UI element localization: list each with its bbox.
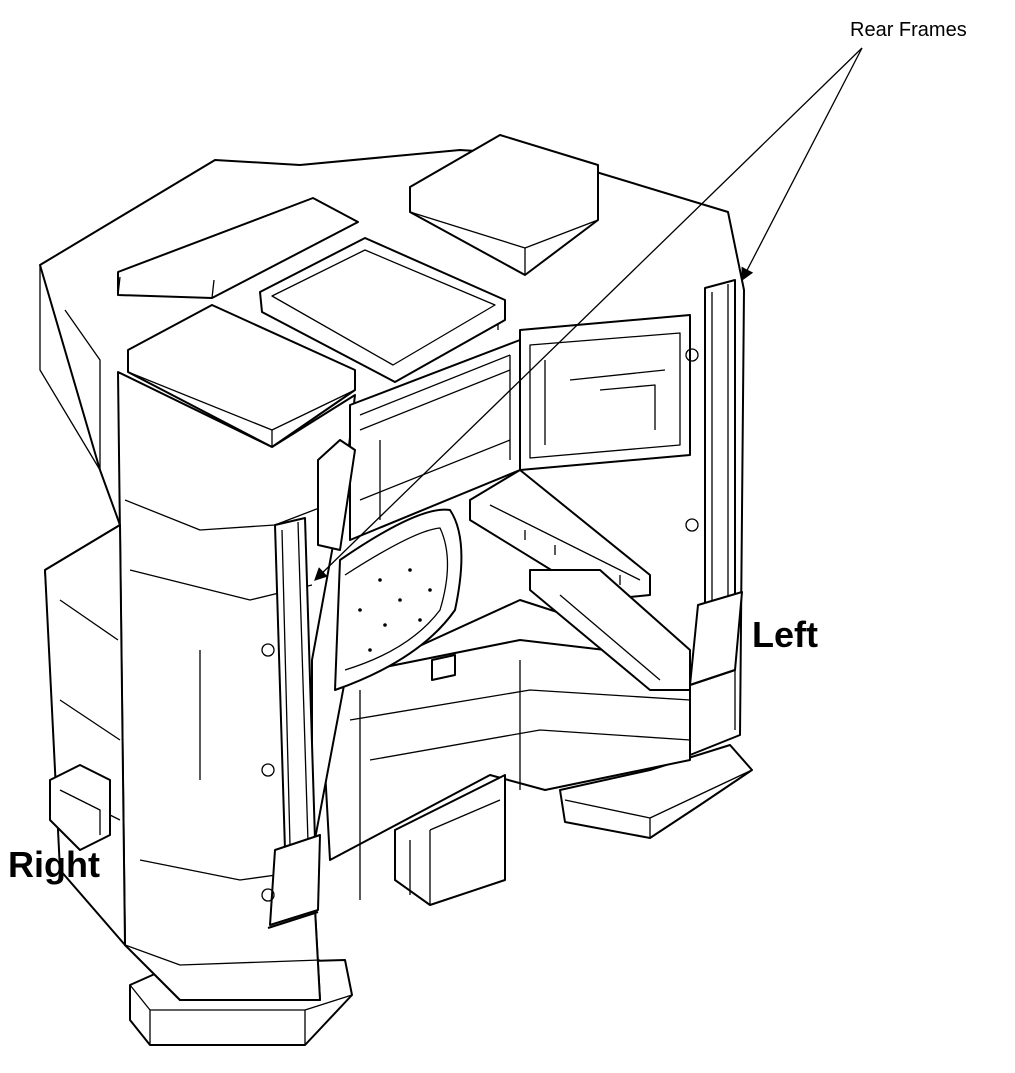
- lower-frame: [319, 639, 691, 906]
- left-rear-frame: [685, 279, 743, 687]
- left-label: Left: [752, 614, 818, 655]
- inner-frames: [349, 314, 691, 691]
- rear-frames-label: Rear Frames: [850, 19, 967, 41]
- top-plates: [117, 134, 599, 448]
- leader-right-frame: [314, 47, 863, 581]
- right-label: Right: [8, 844, 100, 885]
- callout-leaders: [314, 47, 863, 581]
- leader-left-frame: [741, 47, 863, 282]
- rotary-table: [334, 508, 463, 691]
- right-rear-frame: [261, 439, 356, 930]
